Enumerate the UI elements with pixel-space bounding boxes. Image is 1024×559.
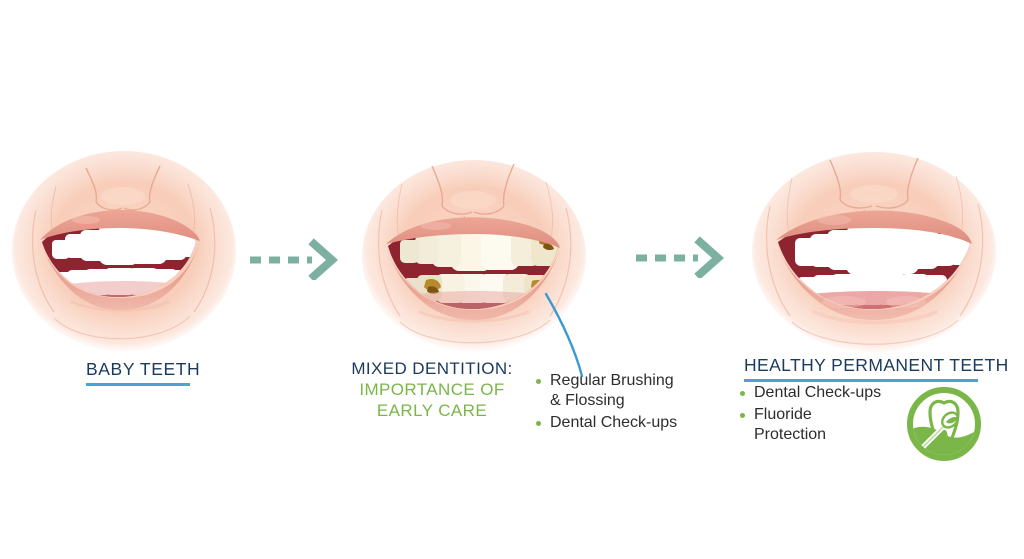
healthy-teeth-care-list: Dental Check-ups Fluoride Protection [740, 383, 930, 447]
baby-teeth-illustration [10, 150, 250, 360]
dental-clinic-logo [906, 386, 982, 462]
mixed-dentition-care-list: Regular Brushing & Flossing Dental Check… [536, 371, 716, 435]
mixed-dentition-label: MIXED DENTITION: IMPORTANCE OF EARLY CAR… [330, 358, 534, 421]
baby-teeth-label: BABY TEETH [86, 359, 200, 386]
mixed-dentition-label-line3: EARLY CARE [376, 401, 488, 420]
list-item-line2: & Flossing [550, 392, 625, 409]
mixed-dentition-label-line2: IMPORTANCE OF [359, 380, 505, 399]
healthy-permanent-teeth-illustration [748, 150, 1006, 362]
list-item: Dental Check-ups [740, 383, 930, 403]
list-item-line1: Fluoride [754, 406, 812, 423]
arrow-mixed-to-healthy [634, 236, 726, 280]
list-item: Regular Brushing & Flossing [536, 371, 716, 411]
list-item: Dental Check-ups [536, 413, 716, 433]
list-item-line1: Regular Brushing [550, 372, 674, 389]
list-item-line1: Dental Check-ups [550, 414, 678, 431]
list-item-line2: Protection [754, 426, 827, 443]
baby-teeth-label-text: BABY TEETH [86, 359, 201, 379]
arrow-baby-to-mixed [248, 238, 340, 282]
mixed-dentition-illustration [358, 160, 594, 360]
healthy-teeth-label: HEALTHY PERMANENT TEETH [744, 355, 1009, 382]
list-item: Fluoride Protection [740, 405, 930, 445]
mixed-dentition-label-line1: MIXED DENTITION: [351, 359, 513, 378]
healthy-teeth-label-text: HEALTHY PERMANENT TEETH [744, 355, 1009, 375]
healthy-teeth-underline [744, 379, 978, 382]
callout-leader-line [538, 288, 608, 380]
baby-teeth-underline [86, 383, 190, 386]
list-item-line1: Dental Check-ups [754, 384, 882, 401]
